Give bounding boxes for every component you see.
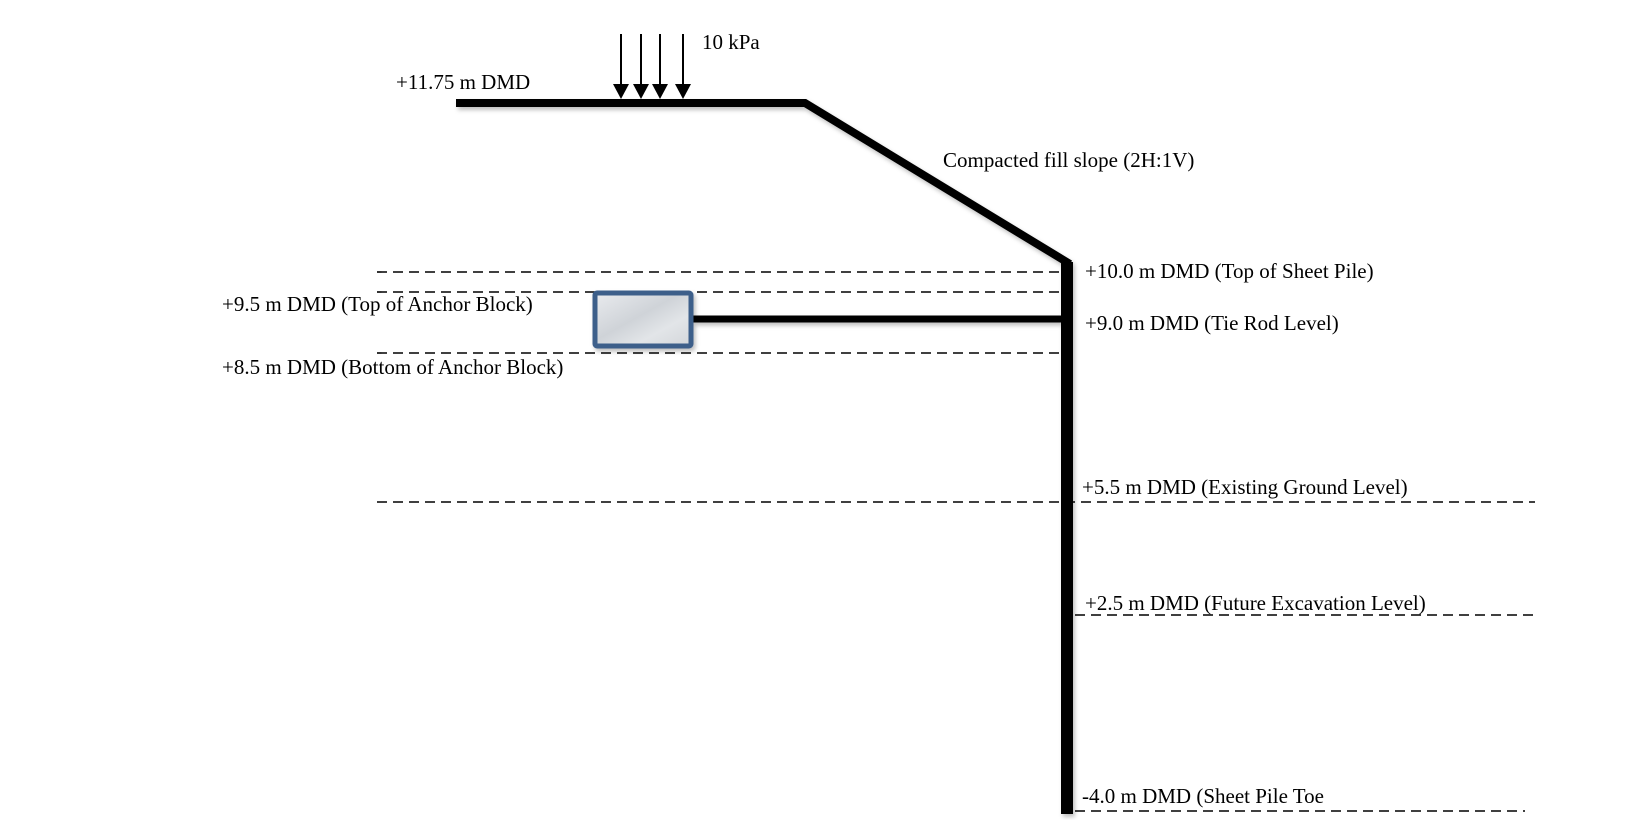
slope-label: Compacted fill slope (2H:1V) — [943, 148, 1194, 172]
level-label-sheet-pile-toe: -4.0 m DMD (Sheet Pile Toe — [1082, 784, 1324, 808]
surcharge-label: 10 kPa — [702, 30, 760, 54]
level-label-bottom-of-anchor-block: +8.5 m DMD (Bottom of Anchor Block) — [222, 355, 563, 379]
level-label-existing-ground: +5.5 m DMD (Existing Ground Level) — [1082, 475, 1408, 499]
level-label-future-excavation: +2.5 m DMD (Future Excavation Level) — [1085, 591, 1426, 615]
fill-surface-and-slope — [456, 99, 1073, 268]
arrow-down-icon — [613, 34, 629, 99]
arrow-down-icon — [633, 34, 649, 99]
surcharge-arrows — [613, 34, 691, 99]
arrow-down-icon — [675, 34, 691, 99]
arrow-down-icon — [652, 34, 668, 99]
anchor-block — [592, 290, 694, 349]
level-label-top-of-fill: +11.75 m DMD — [396, 70, 530, 94]
level-label-top-of-anchor-block: +9.5 m DMD (Top of Anchor Block) — [222, 292, 533, 316]
sheet-pile — [1061, 262, 1073, 814]
level-label-tie-rod: +9.0 m DMD (Tie Rod Level) — [1085, 311, 1339, 335]
level-label-top-of-sheet-pile: +10.0 m DMD (Top of Sheet Pile) — [1085, 259, 1374, 283]
